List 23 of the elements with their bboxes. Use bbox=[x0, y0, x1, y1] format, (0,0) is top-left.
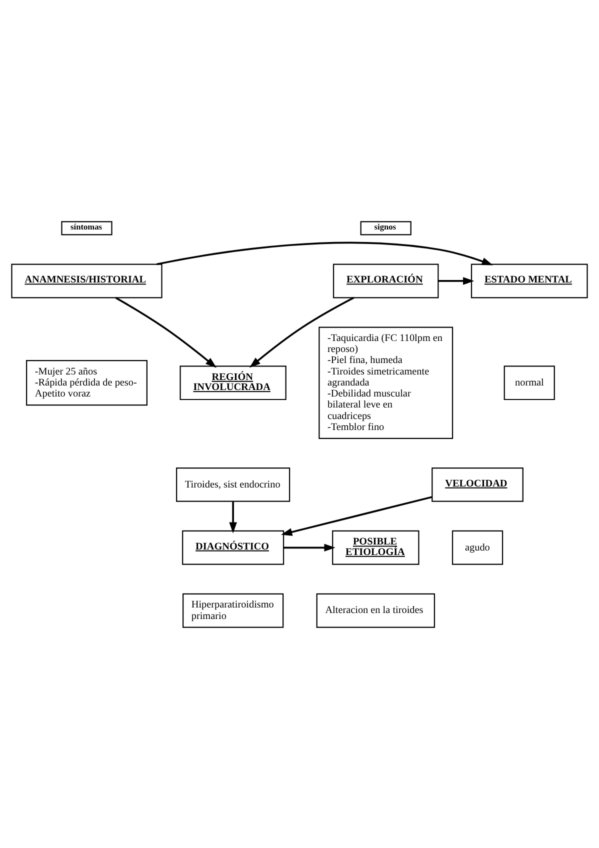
arrow bbox=[438, 276, 474, 284]
node-box: VELOCIDAD bbox=[432, 466, 524, 502]
arrow bbox=[281, 496, 432, 536]
arrow bbox=[229, 501, 237, 533]
node-box: signos bbox=[360, 220, 412, 235]
node-box: -Taquicardia (FC 110lpm en reposo) -Piel fina, humeda -Tiroides simetricamente agrandada -Debilidad muscular bilateral leve en cuadriceps -Temblor fino bbox=[318, 326, 454, 438]
node-box: DIAGNÓSTICO bbox=[182, 530, 284, 564]
node-box: -Mujer 25 años -Rápida pérdida de peso- Apetito voraz bbox=[26, 360, 148, 406]
node-box: normal bbox=[504, 365, 555, 400]
node-box: REGIÓN INVOLUCRADA bbox=[180, 365, 286, 400]
node-box: síntomas bbox=[61, 220, 112, 235]
arrow bbox=[156, 241, 494, 265]
node-box: Tiroides, sist endocrino bbox=[176, 466, 290, 502]
node-box: Alteracion en la tiroides bbox=[316, 592, 436, 628]
node-box: POSIBLE ETIOLOGÍA bbox=[332, 530, 420, 564]
arrow bbox=[249, 296, 354, 368]
arrow bbox=[115, 296, 217, 368]
arrow bbox=[284, 543, 336, 552]
node-box: Hiperparatiroidismo primario bbox=[182, 592, 284, 628]
node-box: ANAMNESIS/HISTORIAL bbox=[11, 263, 162, 298]
node-box: agudo bbox=[452, 530, 504, 564]
node-box: EXPLORACIÓN bbox=[332, 263, 439, 298]
node-box: ESTADO MENTAL bbox=[470, 263, 588, 298]
